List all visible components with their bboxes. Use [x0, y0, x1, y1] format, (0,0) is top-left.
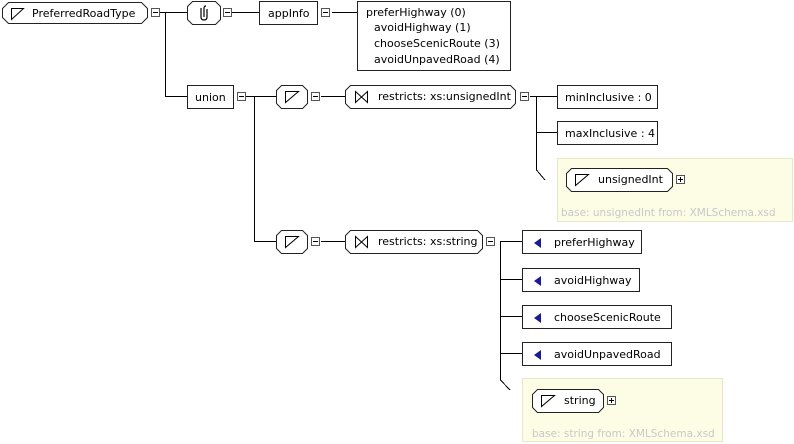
annotation-node-frame	[187, 1, 221, 25]
base-type-expand-toggle[interactable]	[676, 175, 685, 184]
facet-max-inclusive[interactable]: maxInclusive : 4	[557, 121, 658, 145]
base-type-note: base: string from: XMLSchema.xsd	[532, 428, 715, 440]
restriction-label: restricts: xs:string	[378, 235, 478, 248]
simpletype-icon	[541, 395, 556, 408]
simpletype-icon	[11, 8, 25, 21]
enumeration-avoid-highway[interactable]: avoidHighway	[522, 268, 640, 292]
enumeration-label: avoidUnpavedRoad	[554, 348, 661, 361]
enumeration-label: chooseScenicRoute	[554, 311, 661, 324]
appinfo-label: appInfo	[268, 7, 310, 20]
appinfo-entry: avoidHighway (1)	[374, 21, 471, 34]
enumeration-icon	[534, 276, 541, 286]
enumeration-icon	[534, 238, 541, 248]
enumeration-prefer-highway[interactable]: preferHighway	[522, 230, 642, 254]
base-type-frame	[532, 389, 604, 413]
union-node[interactable]: union	[187, 85, 234, 109]
enumeration-icon	[534, 350, 541, 360]
base-type-expand-toggle[interactable]	[607, 396, 616, 405]
root-node-label: PreferredRoadType	[32, 7, 136, 20]
restriction-icon	[355, 90, 368, 104]
appinfo-node[interactable]: appInfo	[259, 1, 318, 25]
restriction-1-collapse-toggle[interactable]	[520, 92, 529, 101]
simpletype-icon	[285, 236, 300, 249]
appinfo-collapse-toggle[interactable]	[321, 8, 330, 17]
appinfo-entry: avoidUnpavedRoad (4)	[374, 53, 500, 66]
member-2-collapse-toggle[interactable]	[311, 237, 320, 246]
member-simpletype-frame	[276, 85, 308, 109]
restriction-frame	[345, 85, 516, 109]
base-type-note: base: unsignedInt from: XMLSchema.xsd	[561, 207, 776, 219]
appinfo-entry: preferHighway (0)	[366, 6, 466, 19]
simpletype-icon	[285, 91, 300, 104]
facet-label: minInclusive : 0	[565, 91, 652, 104]
facet-min-inclusive[interactable]: minInclusive : 0	[557, 85, 658, 109]
base-type-label: unsignedInt	[598, 173, 663, 186]
root-collapse-toggle[interactable]	[151, 8, 160, 17]
member-1-collapse-toggle[interactable]	[311, 92, 320, 101]
member-simpletype-frame	[276, 230, 308, 254]
annotation-icon	[200, 5, 208, 21]
facet-label: maxInclusive : 4	[565, 127, 656, 140]
enumeration-choose-scenic-route[interactable]: chooseScenicRoute	[522, 305, 672, 329]
restriction-icon	[355, 235, 368, 249]
restriction-label: restricts: xs:unsignedInt	[378, 90, 511, 103]
base-type-label: string	[564, 394, 596, 407]
base-type-frame	[566, 168, 673, 192]
appinfo-documentation: preferHighway (0) avoidHighway (1) choos…	[357, 1, 511, 71]
enumeration-icon	[534, 313, 541, 323]
annotation-collapse-toggle[interactable]	[223, 8, 232, 17]
restriction-frame	[345, 230, 483, 254]
enumeration-label: preferHighway	[554, 236, 635, 249]
union-label: union	[195, 91, 226, 104]
restriction-2-collapse-toggle[interactable]	[486, 237, 495, 246]
root-node-frame	[2, 2, 148, 24]
union-collapse-toggle[interactable]	[237, 92, 246, 101]
simpletype-icon	[575, 174, 590, 187]
enumeration-avoid-unpaved-road[interactable]: avoidUnpavedRoad	[522, 342, 672, 366]
enumeration-label: avoidHighway	[554, 274, 632, 287]
appinfo-entry: chooseScenicRoute (3)	[374, 37, 500, 50]
